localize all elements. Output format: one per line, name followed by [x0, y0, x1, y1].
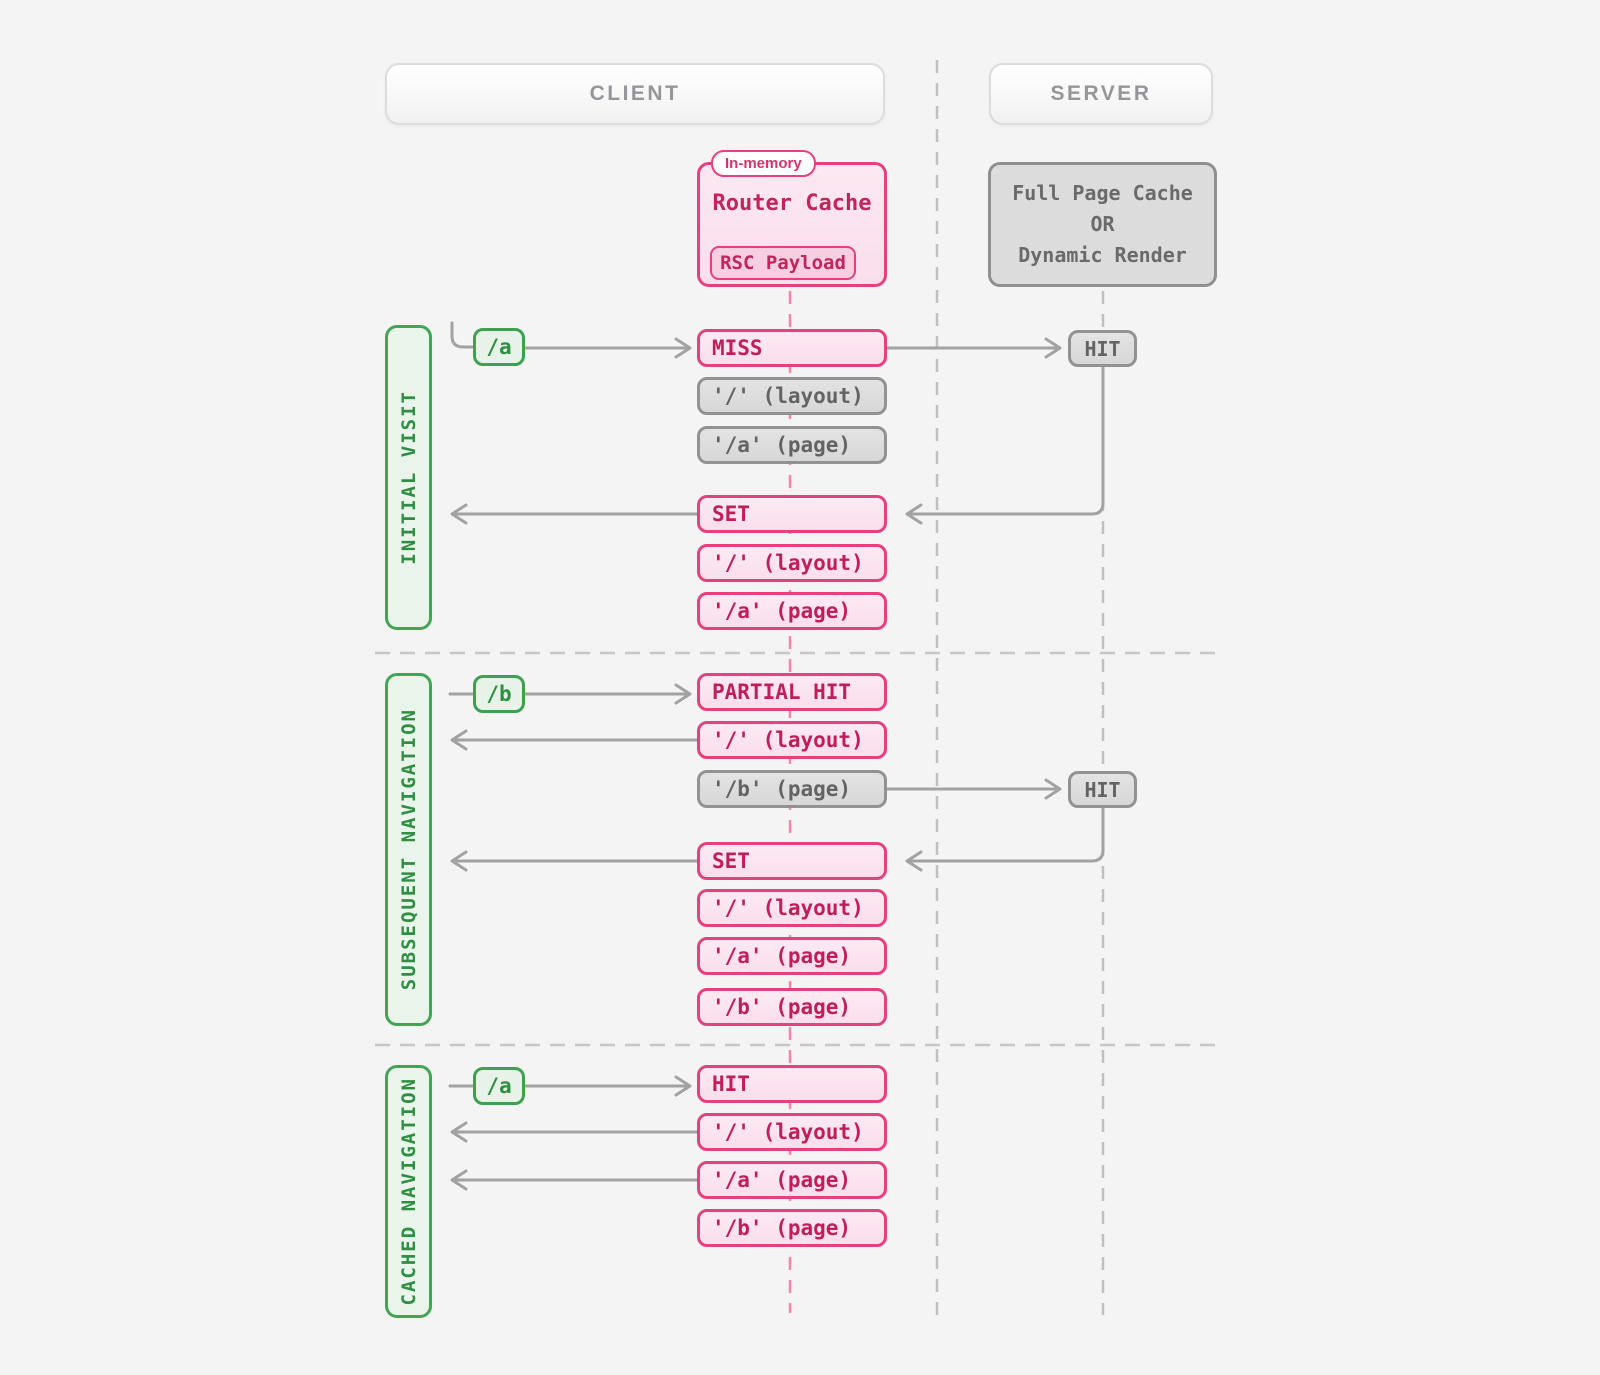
- client-header-label: CLIENT: [589, 82, 681, 105]
- section-label-initial-visit: INITIAL VISIT: [385, 325, 432, 630]
- set-box-1: SET: [697, 495, 887, 533]
- route-b-to-partial-hit-arrow: [523, 683, 692, 705]
- page-a-to-client-arrow-3: [450, 1169, 699, 1191]
- set-to-client-arrow-1: [450, 503, 699, 525]
- set-to-client-arrow-2: [450, 850, 699, 872]
- section-label-subsequent-navigation: SUBSEQUENT NAVIGATION: [385, 673, 432, 1026]
- in-memory-badge: In-memory: [711, 150, 816, 177]
- page-a-entry-pink-3: '/a' (page): [697, 1161, 887, 1199]
- full-page-cache-box: Full Page Cache OR Dynamic Render: [988, 162, 1217, 287]
- client-header: CLIENT: [385, 63, 885, 125]
- router-cache-title: Router Cache: [712, 191, 872, 216]
- layout-entry-gray-1: '/' (layout): [697, 377, 887, 415]
- full-page-cache-dynamic-render: Dynamic Render: [1018, 243, 1187, 267]
- page-b-entry-pink-3: '/b' (page): [697, 1209, 887, 1247]
- server-header: SERVER: [989, 63, 1213, 125]
- full-page-cache-or: OR: [1090, 212, 1115, 236]
- route-badge-a-3: /a: [473, 1067, 525, 1105]
- layout-entry-pink-1: '/' (layout): [697, 544, 887, 582]
- route-a-to-hit-arrow-3: [523, 1075, 692, 1097]
- section-label-cached-navigation: CACHED NAVIGATION: [385, 1065, 432, 1318]
- page-a-entry-pink-1: '/a' (page): [697, 592, 887, 630]
- layout-to-client-arrow-3: [450, 1121, 699, 1143]
- rsc-payload-box: RSC Payload: [710, 246, 856, 280]
- route-a-to-miss-arrow: [523, 337, 692, 359]
- server-return-to-set-arrow-1: [905, 366, 1105, 525]
- page-a-entry-gray-1: '/a' (page): [697, 426, 887, 464]
- full-page-cache-line: Full Page Cache: [1012, 181, 1193, 205]
- partial-hit-box: PARTIAL HIT: [697, 673, 887, 711]
- route-a-elbow-connector: [450, 321, 474, 349]
- layout-to-client-arrow-2: [450, 729, 699, 751]
- page-b-entry-pink-2: '/b' (page): [697, 988, 887, 1026]
- layout-entry-pink-2b: '/' (layout): [697, 889, 887, 927]
- route-badge-a-1: /a: [473, 328, 525, 366]
- server-header-label: SERVER: [1050, 82, 1152, 105]
- set-box-2: SET: [697, 842, 887, 880]
- miss-to-server-hit-arrow: [885, 337, 1062, 359]
- page-b-to-server-hit-arrow: [885, 778, 1062, 800]
- layout-entry-pink-2a: '/' (layout): [697, 721, 887, 759]
- server-return-to-set-arrow-2: [905, 806, 1105, 872]
- layout-entry-pink-3: '/' (layout): [697, 1113, 887, 1151]
- router-cache-box: In-memory Router Cache RSC Payload: [697, 150, 887, 287]
- server-hit-box-2: HIT: [1068, 771, 1137, 808]
- page-a-entry-pink-2: '/a' (page): [697, 937, 887, 975]
- route-badge-b: /b: [473, 675, 525, 713]
- miss-box: MISS: [697, 329, 887, 367]
- hit-box-3: HIT: [697, 1065, 887, 1103]
- page-b-entry-gray-2: '/b' (page): [697, 770, 887, 808]
- server-hit-box-1: HIT: [1068, 330, 1137, 367]
